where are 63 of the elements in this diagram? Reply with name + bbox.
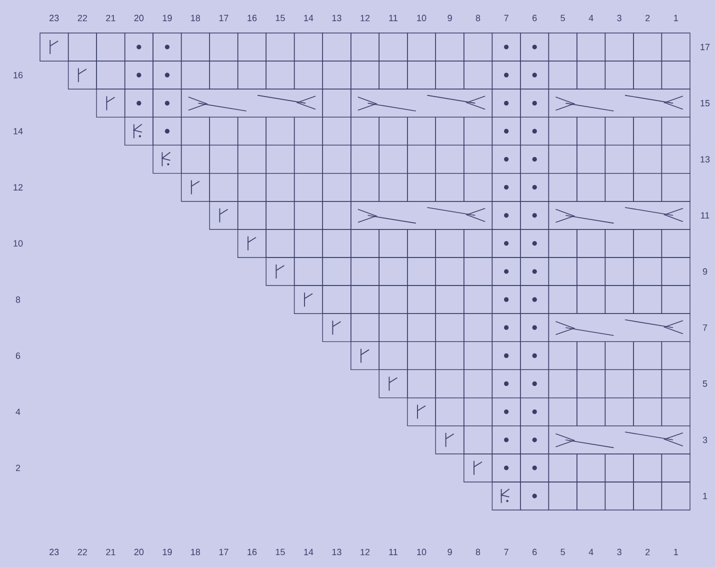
row-number: 4 bbox=[16, 408, 20, 415]
column-number: 20 bbox=[134, 548, 144, 556]
column-number: 19 bbox=[162, 14, 172, 22]
column-number: 10 bbox=[417, 548, 426, 556]
column-number: 11 bbox=[389, 14, 398, 22]
column-number: 1 bbox=[674, 548, 678, 556]
row-number: 9 bbox=[702, 268, 708, 275]
column-number: 6 bbox=[532, 14, 537, 22]
row-number: 3 bbox=[702, 436, 708, 444]
column-number: 22 bbox=[78, 14, 87, 22]
column-number: 6 bbox=[532, 548, 537, 556]
row-number: 14 bbox=[14, 128, 23, 134]
column-number: 5 bbox=[560, 548, 565, 556]
column-number: 15 bbox=[276, 548, 285, 556]
column-number: 7 bbox=[504, 548, 508, 556]
column-number: 10 bbox=[417, 14, 426, 22]
column-number: 21 bbox=[106, 548, 116, 556]
row-number: 10 bbox=[14, 240, 23, 247]
column-number: 12 bbox=[360, 548, 370, 556]
row-number: 12 bbox=[14, 184, 23, 190]
column-number: 16 bbox=[248, 548, 257, 556]
row-number: 1 bbox=[703, 492, 708, 500]
column-number: 4 bbox=[588, 14, 594, 22]
column-number: 9 bbox=[448, 14, 452, 22]
row-number: 5 bbox=[702, 380, 708, 387]
row-number: 2 bbox=[16, 464, 20, 472]
column-number: 19 bbox=[162, 548, 172, 556]
row-number: 6 bbox=[16, 352, 20, 359]
column-number: 11 bbox=[389, 548, 398, 556]
column-number: 16 bbox=[248, 14, 257, 22]
column-number: 21 bbox=[106, 14, 116, 22]
row-number: 13 bbox=[700, 156, 710, 162]
column-number: 17 bbox=[219, 14, 228, 22]
column-number: 2 bbox=[646, 548, 650, 556]
column-number: 9 bbox=[448, 548, 452, 556]
column-number: 23 bbox=[50, 14, 59, 22]
column-number: 3 bbox=[617, 548, 622, 556]
column-number: 8 bbox=[476, 548, 480, 556]
row-number: 15 bbox=[700, 100, 710, 106]
column-number: 18 bbox=[191, 548, 200, 556]
column-number: 14 bbox=[304, 14, 314, 22]
column-number: 12 bbox=[360, 14, 370, 22]
row-number: 7 bbox=[702, 324, 708, 331]
column-number: 15 bbox=[276, 14, 285, 22]
column-number: 23 bbox=[50, 548, 59, 556]
column-number: 3 bbox=[617, 14, 622, 22]
column-number: 7 bbox=[504, 14, 508, 22]
column-number: 22 bbox=[78, 548, 87, 556]
column-number: 13 bbox=[332, 14, 342, 22]
column-number: 5 bbox=[560, 14, 565, 22]
row-number: 11 bbox=[701, 212, 710, 218]
column-number: 4 bbox=[588, 548, 594, 556]
column-number: 13 bbox=[332, 548, 342, 556]
row-number: 16 bbox=[14, 72, 23, 78]
row-number: 8 bbox=[16, 296, 20, 303]
column-number: 8 bbox=[476, 14, 480, 22]
row-number: 17 bbox=[700, 44, 710, 50]
column-number: 14 bbox=[304, 548, 314, 556]
column-number: 20 bbox=[134, 14, 144, 22]
column-number: 18 bbox=[191, 14, 200, 22]
column-number: 2 bbox=[646, 14, 650, 22]
column-number: 1 bbox=[674, 14, 678, 22]
column-number: 17 bbox=[219, 548, 228, 556]
